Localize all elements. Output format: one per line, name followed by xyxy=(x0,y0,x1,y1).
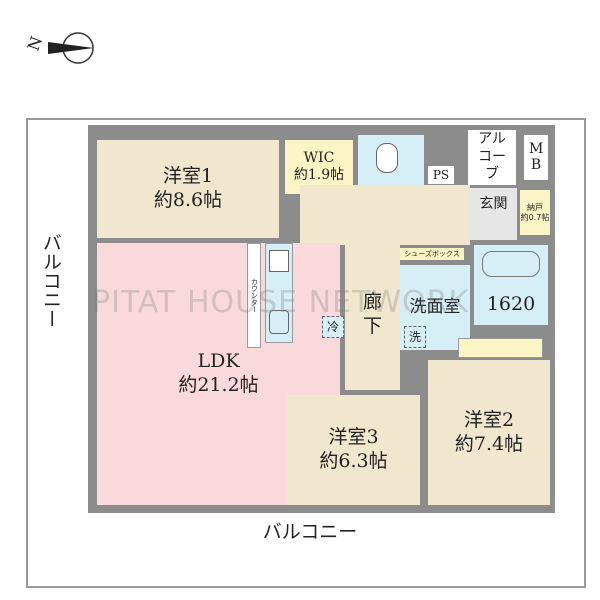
room-storage: 納戸約0.7帖 xyxy=(520,190,550,235)
stove-icon xyxy=(269,250,289,272)
room-toilet xyxy=(358,135,424,185)
fridge-space: 冷 xyxy=(322,316,344,338)
shoebox: シューズボックス xyxy=(400,248,464,260)
kitchen-unit xyxy=(265,243,293,343)
sink-icon xyxy=(269,310,289,334)
ps-label: PS xyxy=(428,166,454,184)
room-hallway-area xyxy=(300,185,470,245)
compass-arrow-icon xyxy=(48,32,94,64)
room-washroom: 洗面室 xyxy=(400,265,470,350)
watermark: PITAT HOUSE NETWORK xyxy=(92,285,470,320)
washer-space: 洗 xyxy=(404,326,426,348)
balcony-left-label: バルコニー xyxy=(39,232,62,328)
bathtub-icon xyxy=(482,251,540,277)
balcony-bottom-label: バルコニー xyxy=(262,521,358,544)
room-entrance: 玄関 xyxy=(470,188,517,240)
mb-label: MB xyxy=(524,135,548,180)
kitchen-counter: カウンター xyxy=(247,243,261,348)
alcove-label: アルコーブ xyxy=(468,130,516,185)
closet-western2 xyxy=(458,338,543,358)
toilet-icon xyxy=(376,143,398,173)
room-bath: 1620 xyxy=(474,245,548,325)
compass: N xyxy=(24,28,98,68)
room-hallway: 廊下 xyxy=(345,240,400,390)
compass-north-label: N xyxy=(23,33,47,54)
